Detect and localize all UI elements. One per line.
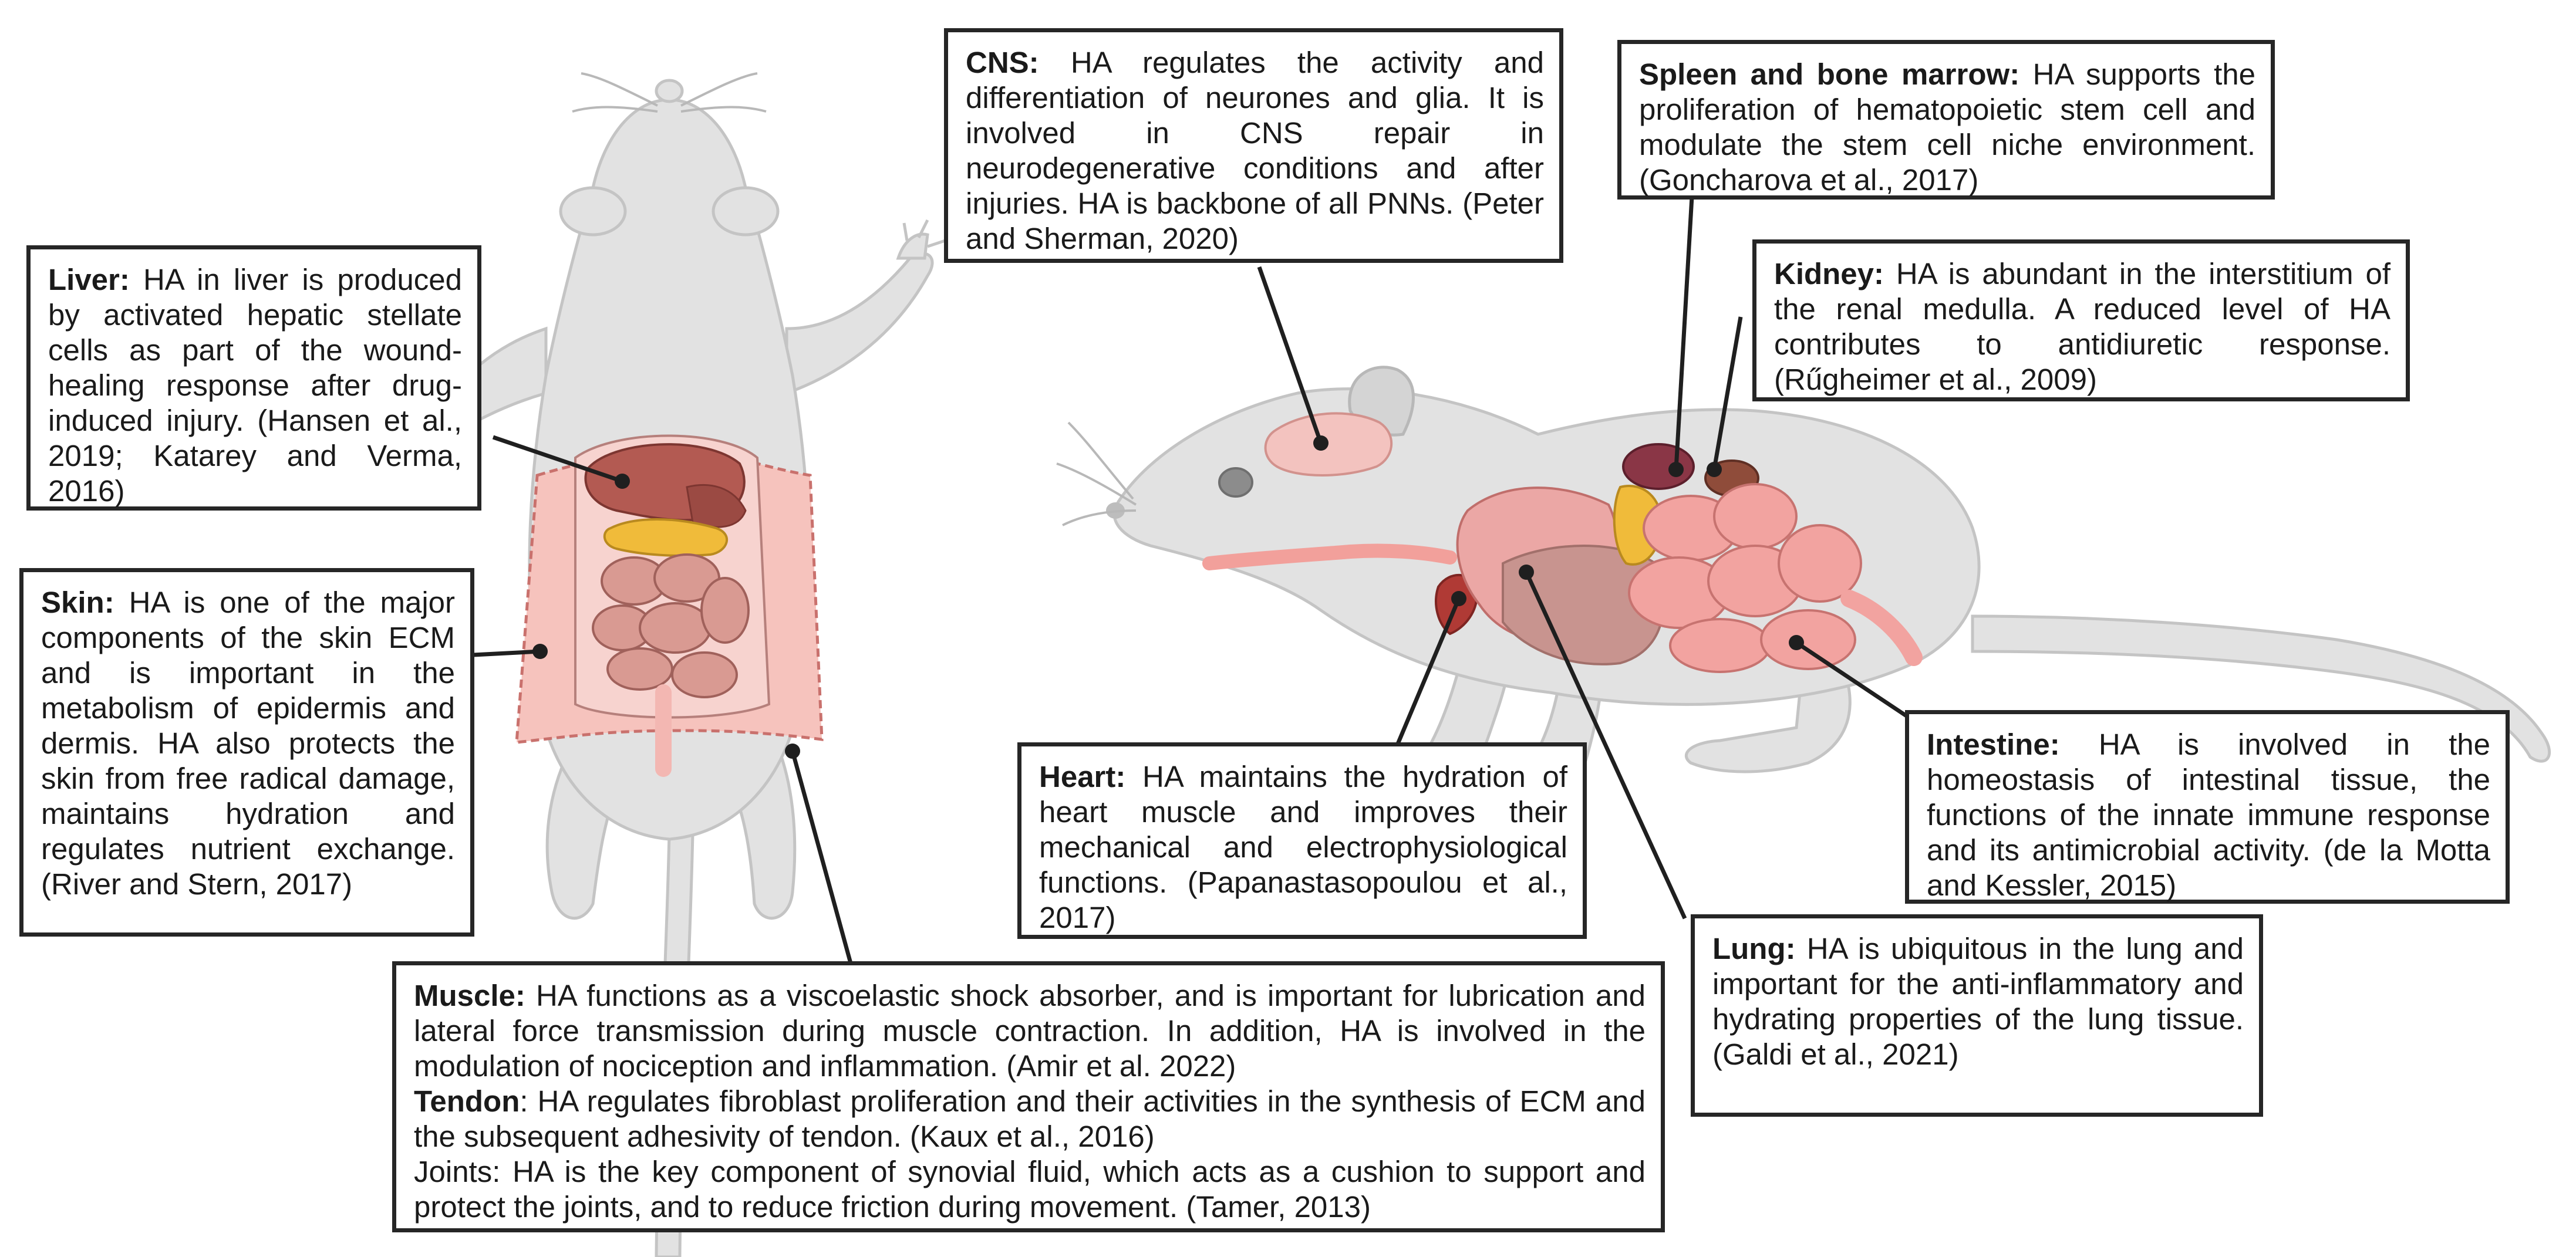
dissected-mouse-ventral-view-icon xyxy=(410,72,946,1257)
intestine-title: Intestine: xyxy=(1927,728,2060,761)
lung-title: Lung: xyxy=(1712,932,1796,965)
cns-text: HA regulates the activity and differenti… xyxy=(966,46,1545,255)
cns-title: CNS: xyxy=(966,46,1039,79)
connector-lines xyxy=(428,196,1912,966)
tendon-title: Tendon xyxy=(414,1084,520,1118)
joints-text: Joints: HA is the key component of synov… xyxy=(414,1155,1646,1224)
skin-callout: Skin: HA is one of the major components … xyxy=(19,568,474,937)
lung-text: HA is ubiquitous in the lung and importa… xyxy=(1712,932,2244,1071)
heart-title: Heart: xyxy=(1039,760,1126,793)
spleen-text: HA supports the proliferation of hematop… xyxy=(1639,58,2255,197)
cns-callout: CNS: HA regulates the activity and diffe… xyxy=(944,28,1563,263)
kidney-callout: Kidney: HA is abundant in the interstiti… xyxy=(1752,239,2410,401)
tendon-text: : HA regulates fibroblast proliferation … xyxy=(414,1084,1646,1153)
heart-callout: Heart: HA maintains the hydration of hea… xyxy=(1017,742,1587,939)
skin-text: HA is one of the major components of the… xyxy=(41,586,455,901)
intestine-callout: Intestine: HA is involved in the homeost… xyxy=(1905,710,2510,904)
muscle-text: HA functions as a viscoelastic shock abs… xyxy=(414,979,1646,1083)
skin-title: Skin: xyxy=(41,586,114,619)
connector-dots xyxy=(532,435,1804,759)
spleen-callout: Spleen and bone marrow: HA supports the … xyxy=(1617,40,2275,200)
intestine-text: HA is involved in the homeostasis of int… xyxy=(1927,728,2491,902)
kidney-title: Kidney: xyxy=(1774,257,1884,290)
liver-title: Liver: xyxy=(48,263,130,296)
spleen-title: Spleen and bone marrow: xyxy=(1639,58,2020,91)
liver-callout: Liver: HA in liver is produced by activa… xyxy=(26,245,481,511)
liver-text: HA in liver is produced by activated hep… xyxy=(48,263,462,508)
lung-callout: Lung: HA is ubiquitous in the lung and i… xyxy=(1691,914,2263,1117)
muscle-tendon-joints-callout: Muscle: HA functions as a viscoelastic s… xyxy=(392,961,1665,1232)
heart-text: HA maintains the hydration of heart musc… xyxy=(1039,760,1567,934)
muscle-title: Muscle: xyxy=(414,979,525,1012)
kidney-text: HA is abundant in the interstitium of th… xyxy=(1774,257,2391,396)
